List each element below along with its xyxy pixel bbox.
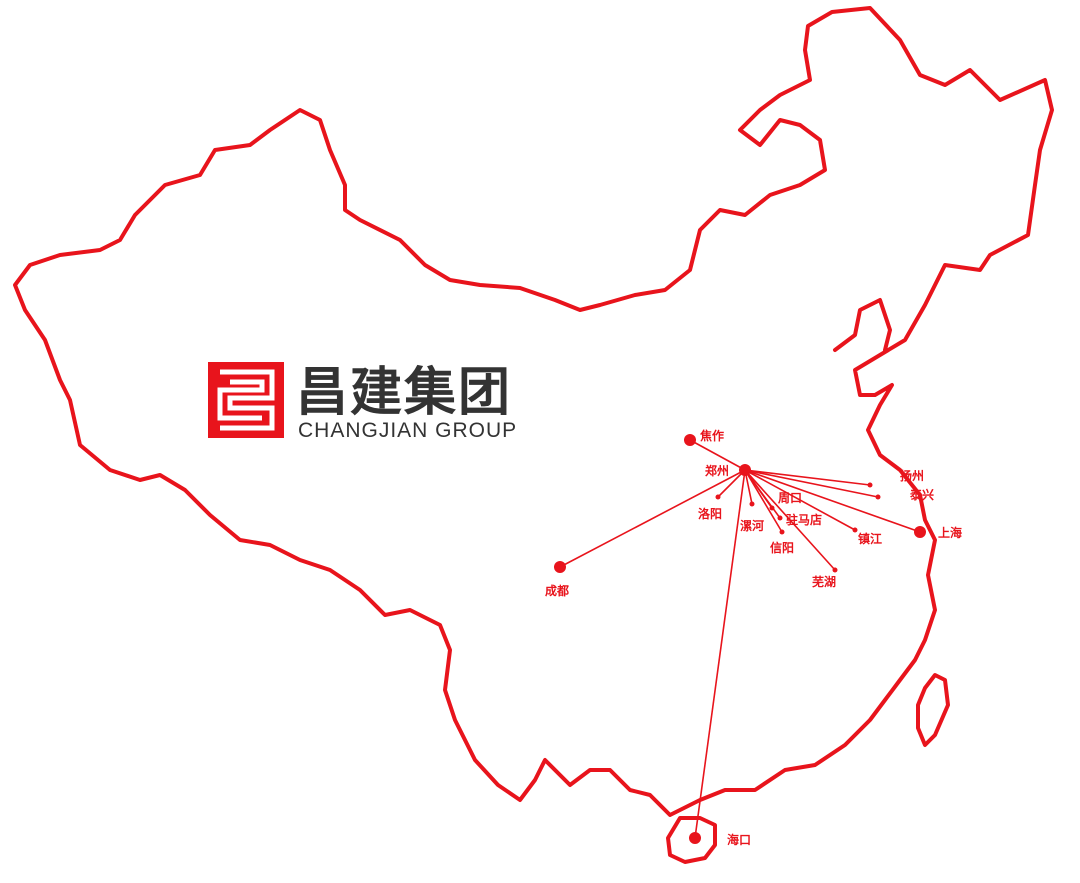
route-zhengzhou-zhenjiang — [744, 469, 856, 531]
city-marker-luohe — [749, 501, 755, 507]
route-zhengzhou-xinyang — [744, 469, 783, 533]
city-marker-zhumadian — [777, 515, 783, 521]
route-zhengzhou-wuhu — [744, 469, 836, 571]
city-marker-shanghai — [914, 526, 926, 538]
city-marker-wuhu — [832, 567, 838, 573]
route-zhengzhou-zhumadian — [744, 469, 781, 519]
route-zhengzhou-shanghai — [744, 469, 921, 533]
city-label-zhenjiang: 镇江 — [858, 531, 882, 546]
city-label-haikou: 海口 — [727, 832, 751, 847]
route-zhengzhou-jiaozuo — [689, 439, 746, 471]
city-marker-yangzhou — [867, 482, 873, 488]
city-label-taixing: 泰兴 — [909, 487, 934, 502]
city-label-luoyang: 洛阳 — [698, 506, 722, 521]
route-zhengzhou-chengdu — [559, 469, 746, 568]
city-label-jiaozuo: 焦作 — [699, 428, 724, 443]
city-marker-chengdu — [554, 561, 566, 573]
city-marker-jiaozuo — [684, 434, 696, 446]
hainan-outline — [666, 816, 717, 864]
taiwan-outline — [916, 673, 950, 747]
city-label-zhumadian: 驻马店 — [786, 512, 822, 527]
city-label-zhengzhou: 郑州 — [705, 463, 729, 478]
route-zhengzhou-haikou — [694, 469, 746, 839]
city-marker-zhengzhou — [739, 464, 751, 476]
city-label-chengdu: 成都 — [545, 583, 569, 598]
city-label-wuhu: 芜湖 — [812, 574, 836, 589]
city-marker-haikou — [689, 832, 701, 844]
city-label-luohe: 漯河 — [740, 518, 764, 533]
city-label-xinyang: 信阳 — [770, 540, 794, 555]
city-marker-luoyang — [715, 494, 721, 500]
city-label-yangzhou: 扬州 — [900, 468, 924, 483]
city-label-zhoukou: 周口 — [778, 491, 802, 505]
city-marker-zhenjiang — [852, 527, 858, 533]
route-zhengzhou-taixing — [744, 469, 879, 498]
brand-name-en: CHANGJIAN GROUP — [298, 419, 517, 442]
city-marker-xinyang — [779, 529, 785, 535]
city-markers — [554, 434, 926, 844]
bohai-bay-outline — [833, 298, 892, 352]
city-marker-taixing — [875, 494, 881, 500]
brand-name-cn: 昌建集团 — [296, 363, 512, 423]
route-zhengzhou-luoyang — [717, 469, 746, 498]
route-zhengzhou-yangzhou — [744, 469, 871, 486]
city-marker-zhoukou — [769, 505, 775, 511]
route-lines — [559, 439, 921, 839]
changjian-logo-icon — [208, 362, 284, 438]
china-mainland-outline — [13, 6, 1054, 817]
city-label-shanghai: 上海 — [938, 525, 962, 540]
